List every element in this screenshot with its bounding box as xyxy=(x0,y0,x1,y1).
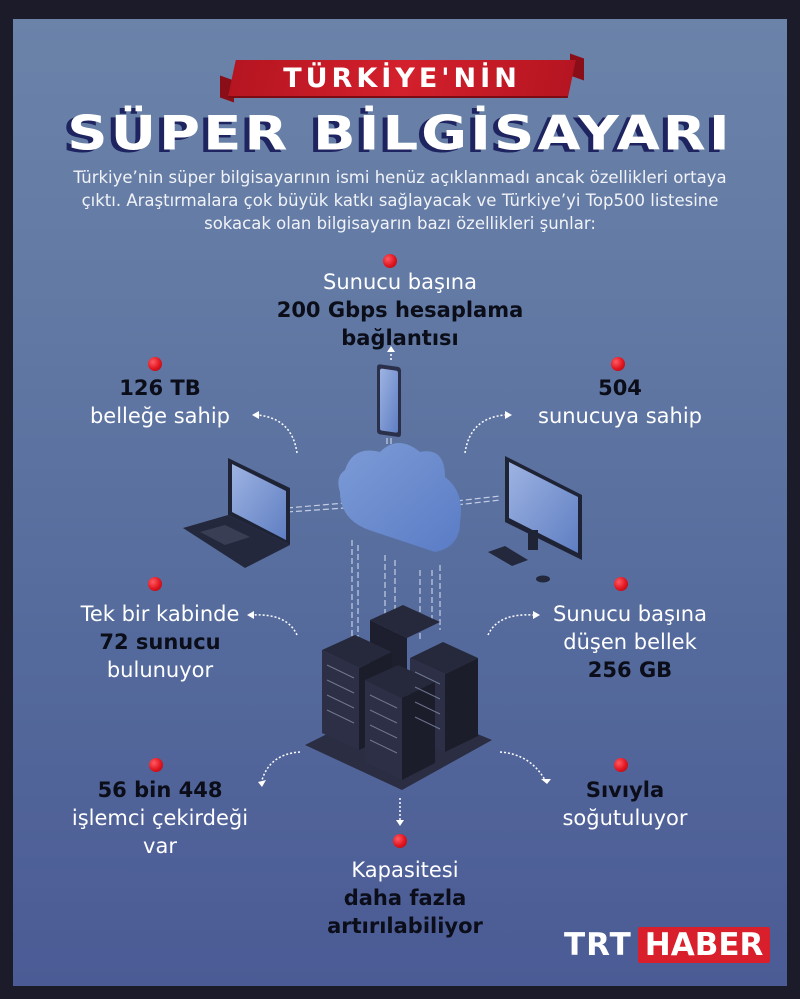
header-ribbon: TÜRKİYE'NİN xyxy=(220,53,584,103)
bullet-dot xyxy=(611,357,625,371)
bullet-dot xyxy=(614,577,628,591)
bullet-dot xyxy=(614,758,628,772)
feature-connection-line2: 200 Gbps hesaplama xyxy=(276,298,524,322)
feature-cores-line2: işlemci çekirdeği xyxy=(71,806,249,830)
feature-memory-per-server-line3: 256 GB xyxy=(587,658,673,682)
feature-connection-line3: bağlantısı xyxy=(341,326,459,350)
feature-cooling: Sıvıyla soğutuluyor xyxy=(540,776,710,832)
feature-cabinet-line3: bulunuyor xyxy=(106,658,214,682)
feature-cores: 56 bin 448 işlemci çekirdeği var xyxy=(60,776,260,860)
curved-arrows xyxy=(251,414,546,820)
bullet-dot xyxy=(383,254,397,268)
feature-memory-total-line2: belleğe sahip xyxy=(89,404,231,428)
feature-cores-line1: 56 bin 448 xyxy=(97,778,223,802)
feature-cabinet: Tek bir kabinde 72 sunucu bulunuyor xyxy=(50,600,270,684)
feature-capacity: Kapasitesi daha fazla artırılabiliyor xyxy=(300,856,510,940)
feature-capacity-line1: Kapasitesi xyxy=(351,858,459,882)
bullet-dot xyxy=(148,357,162,371)
feature-cooling-line2: soğutuluyor xyxy=(562,806,688,830)
feature-memory-total-line1: 126 TB xyxy=(119,376,201,400)
logo-trt: TRT xyxy=(564,927,632,963)
feature-capacity-line2: daha fazla xyxy=(343,886,467,910)
page-title: SÜPER BİLGİSAYARI xyxy=(67,105,733,162)
feature-cabinet-line1: Tek bir kabinde xyxy=(80,602,240,626)
feature-cooling-line1: Sıvıyla xyxy=(585,778,665,802)
feature-servers-line1: 504 xyxy=(598,376,642,400)
server-racks-icon xyxy=(305,605,492,790)
tablet-icon xyxy=(377,364,401,437)
bullet-dot xyxy=(149,758,163,772)
arrow-up-icon xyxy=(387,346,395,360)
bullet-dot xyxy=(393,834,407,848)
feature-connection: Sunucu başına 200 Gbps hesaplama bağlant… xyxy=(230,268,570,352)
desktop-monitor-icon xyxy=(488,456,582,583)
intro-text: Türkiye’nin süper bilgisayarının ismi he… xyxy=(73,168,727,233)
feature-servers-line2: sunucuya sahip xyxy=(538,404,702,428)
feature-cabinet-line2: 72 sunucu xyxy=(99,630,221,654)
ribbon-text: TÜRKİYE'NİN xyxy=(283,63,521,94)
feature-memory-per-server-line2: düşen bellek xyxy=(563,630,697,654)
arrow-heads xyxy=(247,411,551,826)
feature-cores-line3: var xyxy=(143,834,177,858)
bullet-dot xyxy=(148,577,162,591)
feature-memory-total: 126 TB belleğe sahip xyxy=(60,374,260,430)
feature-capacity-line3: artırılabiliyor xyxy=(327,914,483,938)
feature-servers: 504 sunucuya sahip xyxy=(520,374,720,430)
laptop-icon xyxy=(183,458,290,568)
feature-memory-per-server: Sunucu başına düşen bellek 256 GB xyxy=(540,600,720,684)
logo-haber: HABER xyxy=(637,927,771,963)
feature-connection-line1: Sunucu başına xyxy=(323,270,477,294)
feature-memory-per-server-line1: Sunucu başına xyxy=(553,602,707,626)
trt-haber-logo: TRT HABER xyxy=(564,927,771,963)
cloud-icon xyxy=(338,443,461,552)
